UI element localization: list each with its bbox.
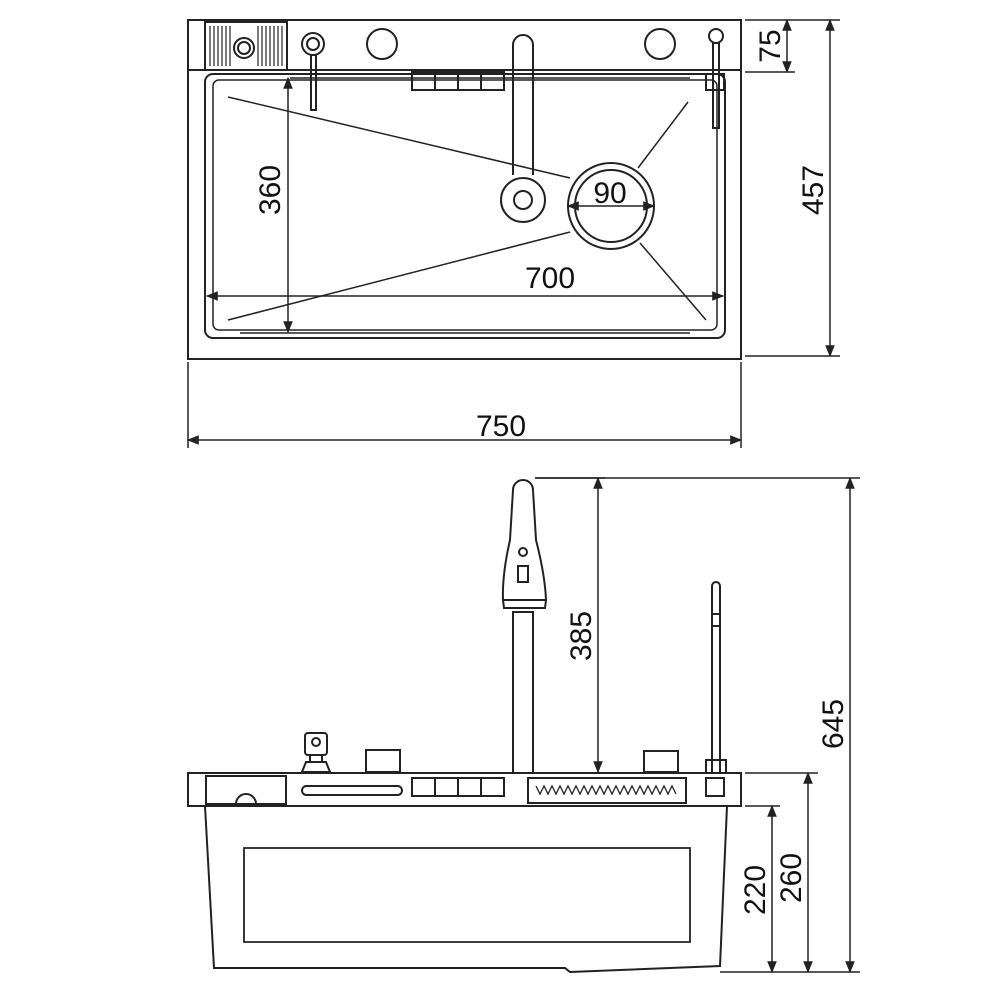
front-dimension-labels: 385 645 260 220 xyxy=(565,611,850,915)
top-outer-frame xyxy=(187,19,742,360)
front-slot xyxy=(301,785,403,796)
front-view xyxy=(187,479,742,974)
top-faucet xyxy=(500,34,546,223)
front-side-sprayer xyxy=(705,581,727,774)
top-tap-hole-left xyxy=(366,28,398,60)
front-grille xyxy=(527,777,687,804)
dim-overall-width: 750 xyxy=(476,410,526,443)
top-dimension-labels: 750 457 75 700 360 90 xyxy=(254,29,830,443)
front-knob-left xyxy=(365,749,401,773)
top-slope-lines xyxy=(227,96,707,321)
dim-bowl-width: 700 xyxy=(525,262,575,295)
dim-bowl-depth: 360 xyxy=(254,165,287,215)
front-soap-dispenser xyxy=(300,732,332,773)
dim-deck-depth: 75 xyxy=(754,29,787,62)
top-spray-wand xyxy=(301,32,325,111)
top-tap-hole-right xyxy=(644,28,676,60)
top-bowl-inner xyxy=(212,79,718,331)
dim-total-height: 645 xyxy=(817,699,850,749)
dim-bowl-height: 220 xyxy=(739,865,772,915)
front-deck xyxy=(187,772,742,807)
top-dimensions xyxy=(186,18,840,448)
dim-faucet-height: 385 xyxy=(565,611,598,661)
front-drawer xyxy=(205,775,287,805)
front-dimensions xyxy=(535,476,860,974)
top-control-buttons xyxy=(411,71,505,91)
front-body xyxy=(204,805,728,974)
dim-drain-diameter: 90 xyxy=(593,177,626,210)
front-side-square xyxy=(705,777,725,797)
top-ribbed-drainer xyxy=(204,21,288,71)
top-side-sprayer xyxy=(705,28,725,129)
front-control-buttons xyxy=(411,777,505,797)
front-body-panel xyxy=(243,847,691,943)
dim-overall-depth: 457 xyxy=(797,165,830,215)
front-faucet xyxy=(501,479,548,773)
dim-body-height: 260 xyxy=(775,853,808,903)
front-knob-right xyxy=(643,750,679,773)
